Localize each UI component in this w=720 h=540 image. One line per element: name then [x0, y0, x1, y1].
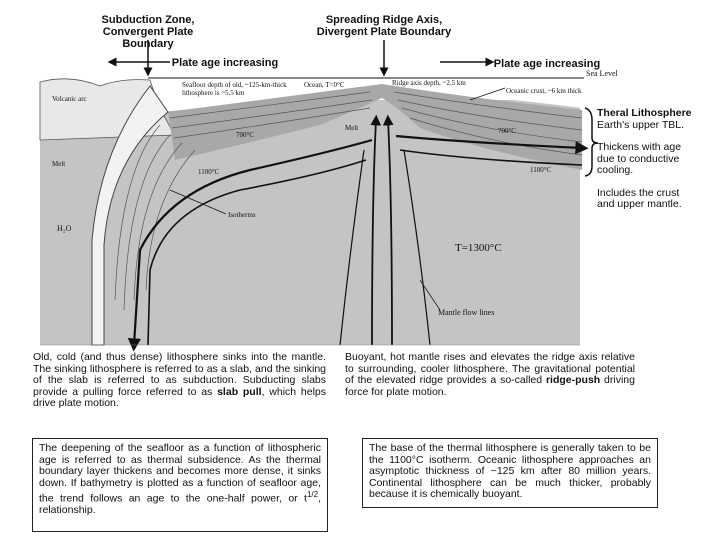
water-label: H₂O — [57, 224, 72, 233]
plate-age-left: Plate age increasing — [171, 57, 279, 69]
isotherm-700-left: 700°C — [236, 131, 254, 139]
lithosphere-base-text: The base of the thermal lithosphere is g… — [369, 442, 651, 500]
side-subtitle: Earth's upper TBL. — [597, 118, 685, 131]
ocean-temp-label: Ocean, T=0°C — [304, 81, 345, 89]
melt-center-label: Melt — [345, 124, 359, 132]
sea-level-label: Sea Level — [586, 69, 618, 78]
subduction-title-line1: Subduction Zone, — [101, 14, 195, 26]
flow-line-right-upper — [395, 134, 589, 155]
ridge-push-text-1: Buoyant, hot mantle rises and elevates t… — [345, 351, 635, 386]
plate-age-right: Plate age increasing — [493, 58, 601, 70]
seafloor-depth-label: Seafloor depth of old, ~125-km-thick lit… — [182, 81, 287, 97]
side-note3-line2: and upper mantle. — [597, 198, 682, 210]
slab-pull-text-2: , which helps drive plate motion. — [33, 385, 326, 409]
slab-pull-term: slab pull — [217, 385, 262, 398]
ridge-push-term: ridge-push — [545, 374, 601, 386]
thermal-subsidence-text: The deepening of the seafloor as a funct… — [39, 442, 321, 505]
ridge-title-line2: Divergent Plate Boundary — [316, 26, 452, 38]
ridge-depth-label: Ridge axis depth, ~2.5 km — [392, 79, 466, 87]
seafloor-depth-line2: lithosphere is ~5.5 km — [182, 89, 245, 97]
slab-pull-caption: Old, cold (and thus dense) lithosphere s… — [33, 351, 326, 410]
slab-pull-text-1: Old, cold (and thus dense) lithosphere s… — [33, 351, 326, 398]
side-title: Theral Lithosphere — [597, 107, 692, 119]
seafloor-depth-line1: Seafloor depth of old, ~125-km-thick — [182, 81, 287, 89]
ridge-title-line1: Spreading Ridge Axis, — [325, 14, 443, 26]
lithosphere-band — [168, 84, 582, 170]
side-note2-line1: Thickens with age — [597, 141, 682, 153]
oceanic-crust-label: Oceanic crust, ~6 km thick — [506, 87, 582, 95]
flow-line-right-lower — [399, 149, 583, 166]
thermal-subsidence-box: The deepening of the seafloor as a funct… — [32, 438, 328, 532]
melt-left-label: Melt — [52, 160, 66, 168]
side-note2-line2: due to conductive — [597, 152, 680, 165]
ocean-water — [148, 78, 582, 112]
thermal-subsidence-sup: 1/2 — [306, 490, 319, 499]
upwelling-line-1 — [370, 114, 382, 346]
upwelling-line-2 — [382, 114, 394, 346]
lithosphere-bracket — [584, 107, 599, 177]
ridge-axis-title: Spreading Ridge Axis, Divergent Plate Bo… — [316, 14, 452, 38]
lithosphere-base-box: The base of the thermal lithosphere is g… — [362, 438, 658, 508]
isotherm-1100-left: 1100°C — [198, 168, 220, 176]
mantle-temp-label: T=1300°C — [455, 242, 502, 254]
flow-line-left-lower — [147, 159, 367, 346]
isotherms-label: Isotherms — [228, 211, 256, 219]
upwelling-line-3 — [339, 149, 365, 346]
mantle-flow-label: Mantle flow lines — [438, 308, 495, 317]
upwelling-line-4 — [403, 149, 431, 346]
side-note2-line3: cooling. — [597, 164, 634, 176]
side-note3-line1: Includes the crust — [597, 186, 680, 199]
flow-line-left-upper — [127, 138, 373, 352]
subduction-zone-title: Subduction Zone, Convergent Plate Bounda… — [88, 14, 208, 50]
volcanic-arc-label: Volcanic arc — [52, 95, 87, 103]
side-notes: Theral Lithosphere Earth's upper TBL. Th… — [597, 107, 717, 211]
ridge-push-text-2: driving force for plate motion. — [345, 374, 635, 398]
isotherm-700-right: 700°C — [498, 127, 516, 135]
isotherm-1100-right: 1100°C — [530, 166, 552, 174]
ridge-push-caption: Buoyant, hot mantle rises and elevates t… — [345, 351, 635, 398]
thermal-subsidence-text-2: , relationship. — [39, 492, 321, 516]
